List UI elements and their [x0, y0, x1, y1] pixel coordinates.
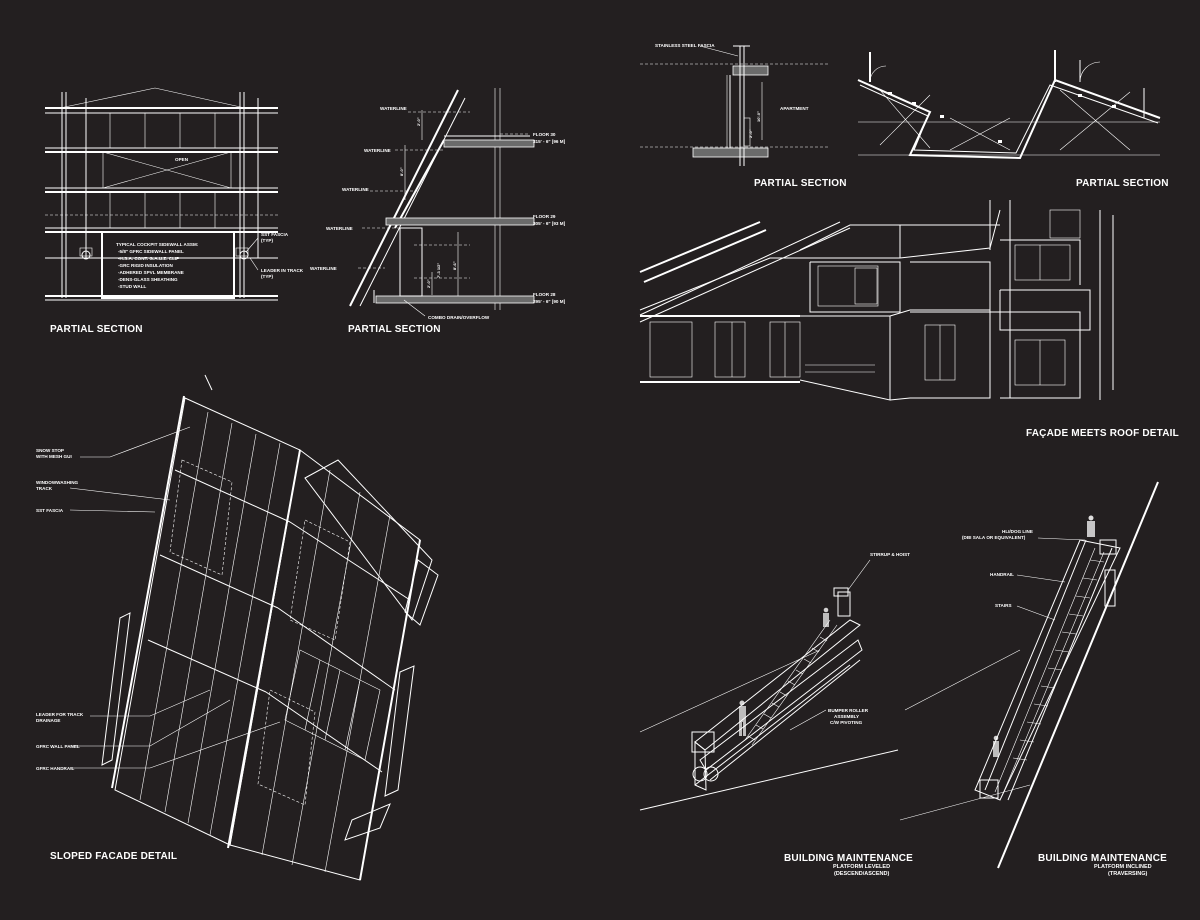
gfrc-handrail-label: GFRC HANDRAIL [36, 766, 74, 771]
svg-text:DRAINAGE: DRAINAGE [36, 718, 61, 723]
svg-text:8'-0": 8'-0" [399, 167, 404, 176]
assembly-note: TYPICAL COCKPIT SIDEWALL ASSM: -5/8" GFR… [116, 242, 199, 289]
waterline-label-4: WATERLINE [326, 226, 353, 231]
stirrup-hoist-label: STIRRUP & HOIST [870, 552, 910, 557]
window-washing-track-label: WINDOWWASHING [36, 480, 79, 485]
svg-text:-ADHERED SPVL MEMBRANE: -ADHERED SPVL MEMBRANE [118, 270, 184, 275]
svg-text:10'-0": 10'-0" [756, 111, 761, 122]
svg-text:2'-0": 2'-0" [426, 279, 431, 288]
maintenance-title-1: BUILDING MAINTENANCE [784, 853, 913, 864]
svg-text:2'-0": 2'-0" [416, 117, 421, 126]
maintenance-title-2: BUILDING MAINTENANCE [1038, 853, 1167, 864]
sloped-facade-detail: SNOW STOP WITH MESH GUI WINDOWWASHING TR… [36, 374, 439, 881]
floor-29-label: FLOOR 29 [533, 214, 556, 219]
apartment-label: APARTMENT [780, 106, 809, 111]
facade-roof-title: FAÇADE MEETS ROOF DETAIL [1026, 428, 1179, 439]
svg-text:-DENS-GLASS SHEATHING: -DENS-GLASS SHEATHING [118, 277, 178, 282]
partial-section-title-3: PARTIAL SECTION [754, 178, 847, 189]
svg-text:(TYP): (TYP) [261, 238, 273, 243]
maintenance-platform-leveled: STIRRUP & HOIST BUMPER ROLLER ASSEMBLY C… [639, 552, 913, 877]
svg-text:-GRC RIGID INSULATION: -GRC RIGID INSULATION [118, 263, 173, 268]
partial-section-plan: PARTIAL SECTION [857, 50, 1169, 189]
waterline-label-3: WATERLINE [342, 187, 369, 192]
bumper-roller-label: BUMPER ROLLER [828, 708, 869, 713]
maintenance-sub-2: PLATFORM INCLINED [1094, 864, 1152, 870]
leader-drainage-label: LEADER FOR TRACK [36, 712, 84, 717]
floor-30-label: FLOOR 30 [533, 132, 556, 137]
open-label: OPEN [175, 157, 189, 162]
svg-text:-5/8" GFRC SIDEWALL PANEL: -5/8" GFRC SIDEWALL PANEL [118, 249, 184, 254]
svg-text:2'-0": 2'-0" [748, 129, 753, 138]
facade-roof-detail: FAÇADE MEETS ROOF DETAIL [639, 200, 1179, 439]
svg-text:(DBI SALA OR EQUIVALENT): (DBI SALA OR EQUIVALENT) [962, 535, 1026, 540]
svg-text:WITH MESH GUI: WITH MESH GUI [36, 454, 72, 459]
leader-in-track-label: LEADER IN TRACK [261, 268, 304, 273]
svg-text:7'-3 1/2": 7'-3 1/2" [436, 263, 441, 278]
waterline-label-2: WATERLINE [364, 148, 391, 153]
svg-text:C/W PIVOTING: C/W PIVOTING [830, 720, 863, 725]
partial-section-title-1: PARTIAL SECTION [50, 324, 143, 335]
maintenance-sub-1: PLATFORM LEVELED [833, 864, 890, 870]
maintenance-sub-2b: (TRAVERSING) [1108, 871, 1147, 877]
svg-text:TYPICAL COCKPIT SIDEWALL ASSM:: TYPICAL COCKPIT SIDEWALL ASSM: [116, 242, 199, 247]
waterline-label-5: WATERLINE [310, 266, 337, 271]
waterline-label-1: WATERLINE [380, 106, 407, 111]
partial-section-elevation: OPEN TYPICAL COCKPIT SIDEWALL ASSM: -5/8… [45, 87, 304, 335]
partial-section-sloped: WATERLINE WATERLINE WATERLINE WATERLINE … [310, 88, 566, 335]
handrail-label: HANDRAIL [990, 572, 1014, 577]
svg-text:305' - 6" [93 M]: 305' - 6" [93 M] [533, 221, 566, 226]
maintenance-platform-inclined: HLI/DOG LINE (DBI SALA OR EQUIVALENT) HA… [899, 481, 1167, 877]
sloped-facade-title: SLOPED FACADE DETAIL [50, 851, 177, 862]
partial-section-title-2: PARTIAL SECTION [348, 324, 441, 335]
floor-28-label: FLOOR 28 [533, 292, 556, 297]
svg-text:TRACK: TRACK [36, 486, 53, 491]
svg-text:315' - 6" [96 M]: 315' - 6" [96 M] [533, 139, 566, 144]
stairs-label: STAIRS [995, 603, 1012, 608]
gfrc-wall-panel-label: GFRC WALL PANEL [36, 744, 80, 749]
svg-text:-H.S.A. CONT. G.A.U.Z. CLIP: -H.S.A. CONT. G.A.U.Z. CLIP [118, 256, 179, 261]
svg-text:(TYP): (TYP) [261, 274, 273, 279]
svg-text:ASSEMBLY: ASSEMBLY [834, 714, 859, 719]
stainless-fascia-label: STAINLESS STEEL FASCIA [655, 43, 715, 48]
sst-fascia-label: SST FASCIA [261, 232, 289, 237]
partial-section-fascia: STAINLESS STEEL FASCIA APARTMENT 10'-0" … [640, 43, 847, 189]
svg-text:8'-6": 8'-6" [452, 261, 457, 270]
combo-drain-label: COMBO DRAIN/OVERFLOW [428, 315, 490, 320]
lifeline-label: HLI/DOG LINE [1002, 529, 1033, 534]
snow-stop-label: SNOW STOP [36, 448, 64, 453]
maintenance-sub-1b: (DESCEND/ASCEND) [834, 871, 889, 877]
svg-text:295' - 6" [90 M]: 295' - 6" [90 M] [533, 299, 566, 304]
sst-fascia-label-2: SST FASCIA [36, 508, 64, 513]
partial-section-title-4: PARTIAL SECTION [1076, 178, 1169, 189]
svg-text:-STUD WALL: -STUD WALL [118, 284, 147, 289]
